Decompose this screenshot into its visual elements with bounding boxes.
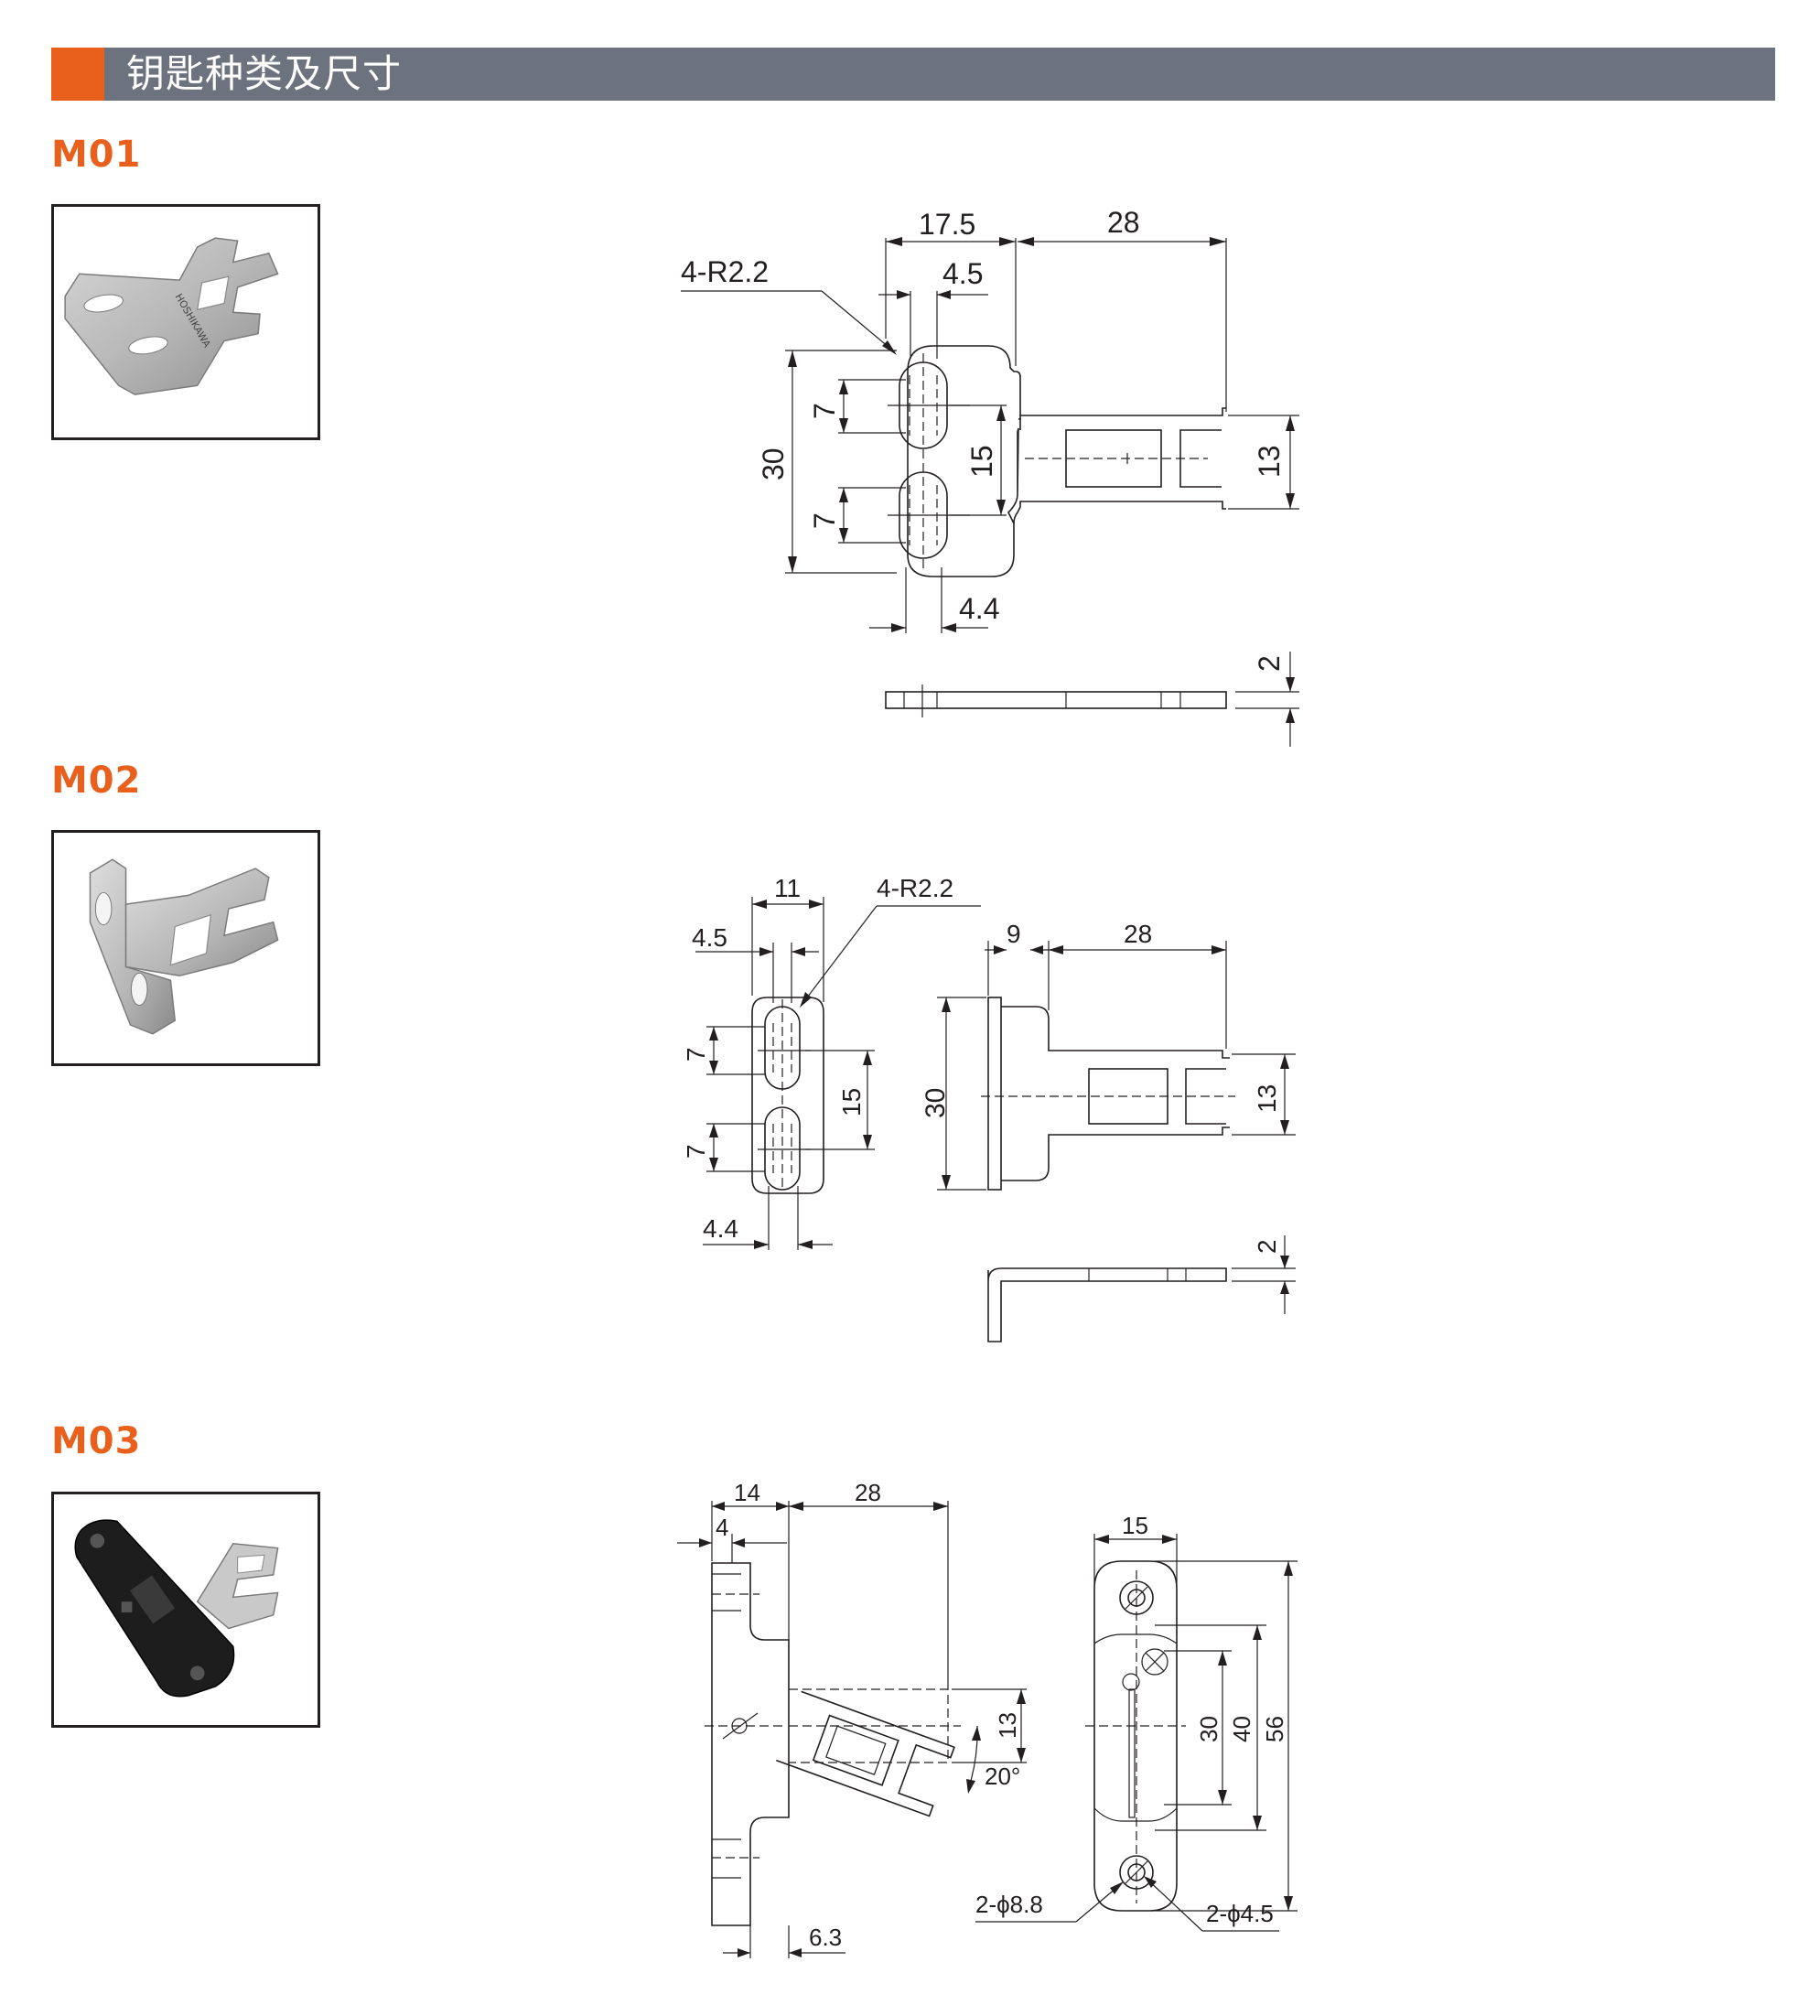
m03-dim-bore-large: 2-ϕ8.8: [975, 1891, 1043, 1918]
m01-dim-corner-radius: 4-R2.2: [681, 255, 769, 288]
m02-dim-slot-pitch: 15: [837, 1088, 866, 1116]
m03-dim-angle: 20°: [985, 1763, 1020, 1790]
m02-dim-slot-width: 4.5: [692, 923, 727, 952]
m01-dim-slot-width: 4.5: [942, 257, 983, 290]
product-photo-m03: [51, 1492, 320, 1728]
m03-dim-offset: 6.3: [809, 1924, 842, 1951]
m02-dim-tongue-width: 13: [1253, 1084, 1281, 1113]
model-label-m01: M01: [51, 134, 142, 176]
m03-top-view: 14 28 4 13 20° 6.3: [677, 1479, 1027, 1958]
m01-dim-slot-length-top: 7: [808, 403, 841, 419]
header-accent-block: [51, 48, 104, 101]
m01-dim-thickness: 2: [1253, 655, 1286, 672]
m01-dim-tongue-width: 13: [1253, 445, 1286, 478]
m02-dim-tongue-length: 28: [1124, 920, 1152, 948]
m01-side-view: 2: [885, 652, 1299, 747]
m03-dim-bore-small: 2-ϕ4.5: [1206, 1900, 1274, 1927]
m02-dim-width-total: 11: [774, 874, 801, 902]
m01-dim-tongue-length: 28: [1107, 206, 1140, 239]
m02-dim-slot-length-bottom: 7: [682, 1144, 710, 1159]
m03-dim-tongue-width: 13: [994, 1712, 1021, 1739]
m02-dim-slot-length-top: 7: [682, 1047, 710, 1062]
model-label-m03: M03: [51, 1420, 142, 1462]
key-m03-illustration: [74, 1519, 279, 1698]
m02-dim-thickness: 2: [1253, 1239, 1281, 1254]
m03-dim-pitch-inner: 30: [1195, 1716, 1222, 1742]
m02-front-view: 11 4-R2.2 4.5 7 7 15: [682, 874, 981, 1250]
m03-front-view: 15 30 40 56 2-ϕ8.8 2-ϕ4.5: [975, 1512, 1298, 1932]
m02-dim-corner-radius: 4-R2.2: [877, 874, 953, 902]
key-m01-illustration: HOSHIKAWA: [64, 237, 279, 395]
m02-dim-flange-offset: 9: [1007, 920, 1021, 948]
m01-top-view: 17.5 28 4-R2.2 4.5 30 7: [681, 206, 1299, 633]
m02-dim-slot-offset: 4.4: [703, 1214, 738, 1243]
m03-dim-step: 4: [716, 1514, 728, 1541]
product-photo-m01: HOSHIKAWA: [51, 204, 320, 440]
key-m02-illustration: [89, 858, 279, 1035]
m01-dim-width-total: 17.5: [919, 208, 975, 241]
m03-dim-body-width: 14: [734, 1479, 760, 1506]
m02-side-view: 2: [987, 1235, 1296, 1342]
section-title: 钥匙种类及尺寸: [126, 51, 403, 96]
m02-dim-base-height: 30: [921, 1088, 951, 1118]
m01-dim-slot-pitch: 15: [965, 445, 998, 478]
section-header-bar: 钥匙种类及尺寸: [51, 48, 1775, 101]
m01-dim-slot-offset: 4.4: [959, 592, 999, 625]
m02-top-view: 9 28 30 13: [921, 920, 1296, 1191]
m01-dim-slot-length-bottom: 7: [808, 512, 841, 529]
m03-dim-front-width: 15: [1122, 1512, 1148, 1539]
m03-dim-total-height: 56: [1261, 1716, 1288, 1742]
product-photo-m02: [51, 830, 320, 1066]
m03-dim-tongue-length: 28: [855, 1479, 881, 1506]
model-label-m02: M02: [51, 760, 142, 802]
m03-dim-pitch-mid: 40: [1228, 1716, 1255, 1742]
m01-dim-base-height: 30: [757, 447, 790, 480]
